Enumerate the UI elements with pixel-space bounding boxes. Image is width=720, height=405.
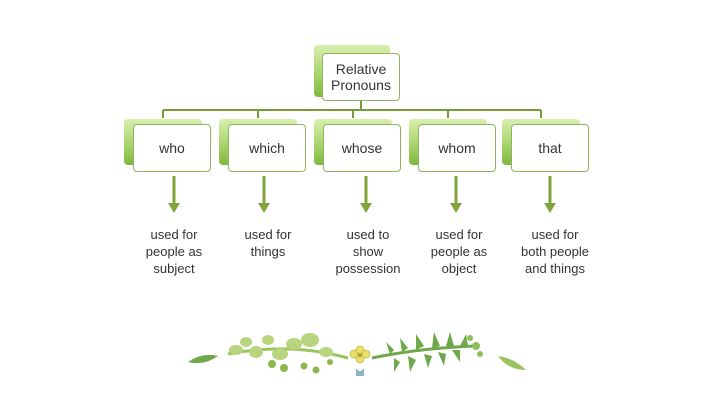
child-node-that: that xyxy=(511,124,589,172)
child-node-who: who xyxy=(133,124,211,172)
description-who: used for people as subject xyxy=(145,227,203,276)
root-node: Relative Pronouns xyxy=(322,53,400,101)
down-arrow-icon xyxy=(450,176,462,213)
child-node-label-whom: whom xyxy=(438,140,476,156)
description-whose: used to show possession xyxy=(335,227,401,276)
child-node-whose: whose xyxy=(323,124,401,172)
description-that: used for both people and things xyxy=(521,227,589,276)
child-node-which: which xyxy=(228,124,306,172)
down-arrow-icon xyxy=(258,176,270,213)
child-node-label-which: which xyxy=(249,140,285,156)
child-node-label-that: that xyxy=(538,140,562,156)
description-which: used for things xyxy=(244,227,292,259)
root-node-label: Relative Pronouns xyxy=(331,61,391,93)
down-arrow-icon xyxy=(544,176,556,213)
floral-vine-divider-icon xyxy=(188,332,526,376)
down-arrow-icon xyxy=(168,176,180,213)
child-node-label-who: who xyxy=(159,140,185,156)
down-arrow-icon xyxy=(360,176,372,213)
description-whom: used for people as object xyxy=(430,227,488,276)
child-node-label-whose: whose xyxy=(341,140,383,156)
child-node-whom: whom xyxy=(418,124,496,172)
